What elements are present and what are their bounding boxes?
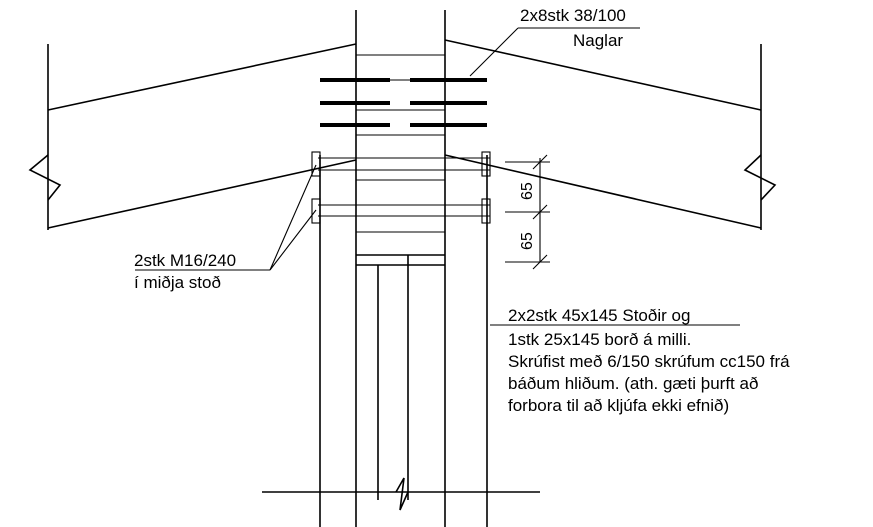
leader-lines	[135, 27, 740, 326]
posts-label-line5: forbora til að kljúfa ekki efnið)	[508, 396, 730, 415]
center-posts	[262, 10, 540, 527]
nails-label-line1: 2x8stk 38/100	[520, 6, 626, 25]
left-rafter	[28, 43, 357, 230]
nails-label-line2: Naglar	[573, 31, 624, 50]
bolts-label-line1: 2stk M16/240	[134, 251, 237, 270]
posts-label-line4: báðum hliðum. (ath. gæti þurft að	[508, 374, 759, 393]
dimension-lines	[505, 154, 550, 270]
dimension-upper: 65	[519, 182, 536, 200]
bolts-label-line2: í miðja stoð	[134, 273, 221, 292]
posts-label-line3: Skrúfist með 6/150 skrúfum cc150 frá	[508, 352, 790, 371]
posts-label-line2: 1stk 25x145 borð á milli.	[508, 330, 692, 349]
posts-label-line1: 2x2stk 45x145 Stoðir og	[508, 306, 691, 325]
nails	[320, 78, 487, 127]
right-rafter	[444, 39, 777, 230]
bolts	[311, 151, 491, 224]
dimension-lower: 65	[519, 232, 536, 250]
